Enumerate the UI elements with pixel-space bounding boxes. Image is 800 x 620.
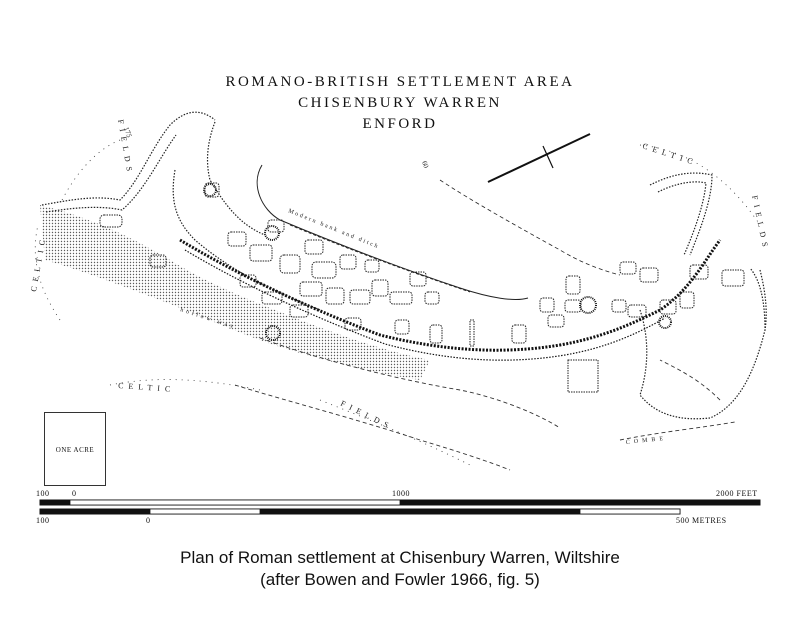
combe-lines [234,337,736,471]
celtic-field-arcs [34,139,761,466]
spot-height-175: 175 [122,126,133,139]
map-title-line-3: ENFORD [362,116,438,132]
scale-bar-metres [39,508,681,515]
map-title-line-2: CHISENBURY WARREN [298,95,502,111]
one-acre-label: ONE ACRE [55,446,95,454]
scale-feet-mid: 1000 [392,489,410,498]
label-combe: COMBE [626,436,668,446]
spot-height-60: 60 [420,160,430,170]
modern-bank-ditch [256,164,621,301]
north-arrow-icon [487,133,591,183]
scale-feet-zero: 0 [72,489,77,498]
label-celtic-ne: CELTIC [641,141,698,167]
hollow-way-track [179,238,722,361]
label-celtic-s: CELTIC [118,381,176,394]
scale-metres-left: 100 [36,516,50,525]
label-celtic-w: CELTIC [29,234,48,292]
one-acre-box: ONE ACRE [44,412,106,486]
caption-line-2: (after Bowen and Fowler 1966, fig. 5) [260,570,540,589]
scale-bar-feet [39,499,761,506]
label-fields-ne: FIELDS [750,195,771,253]
enclosures-east [469,261,745,393]
scale-metres-zero: 0 [146,516,151,525]
caption-line-1: Plan of Roman settlement at Chisenbury W… [180,548,620,567]
scale-feet-end: 2000 FEET [716,489,758,498]
enclosures-west [99,182,443,344]
map-title-line-1: ROMANO-BRITISH SETTLEMENT AREA [225,74,575,90]
scale-metres-end: 500 METRES [676,516,727,525]
label-fields-s: FIELDS [339,399,394,432]
slope-hachures [40,205,430,380]
circular-features [203,183,672,341]
scale-feet-left: 100 [36,489,50,498]
